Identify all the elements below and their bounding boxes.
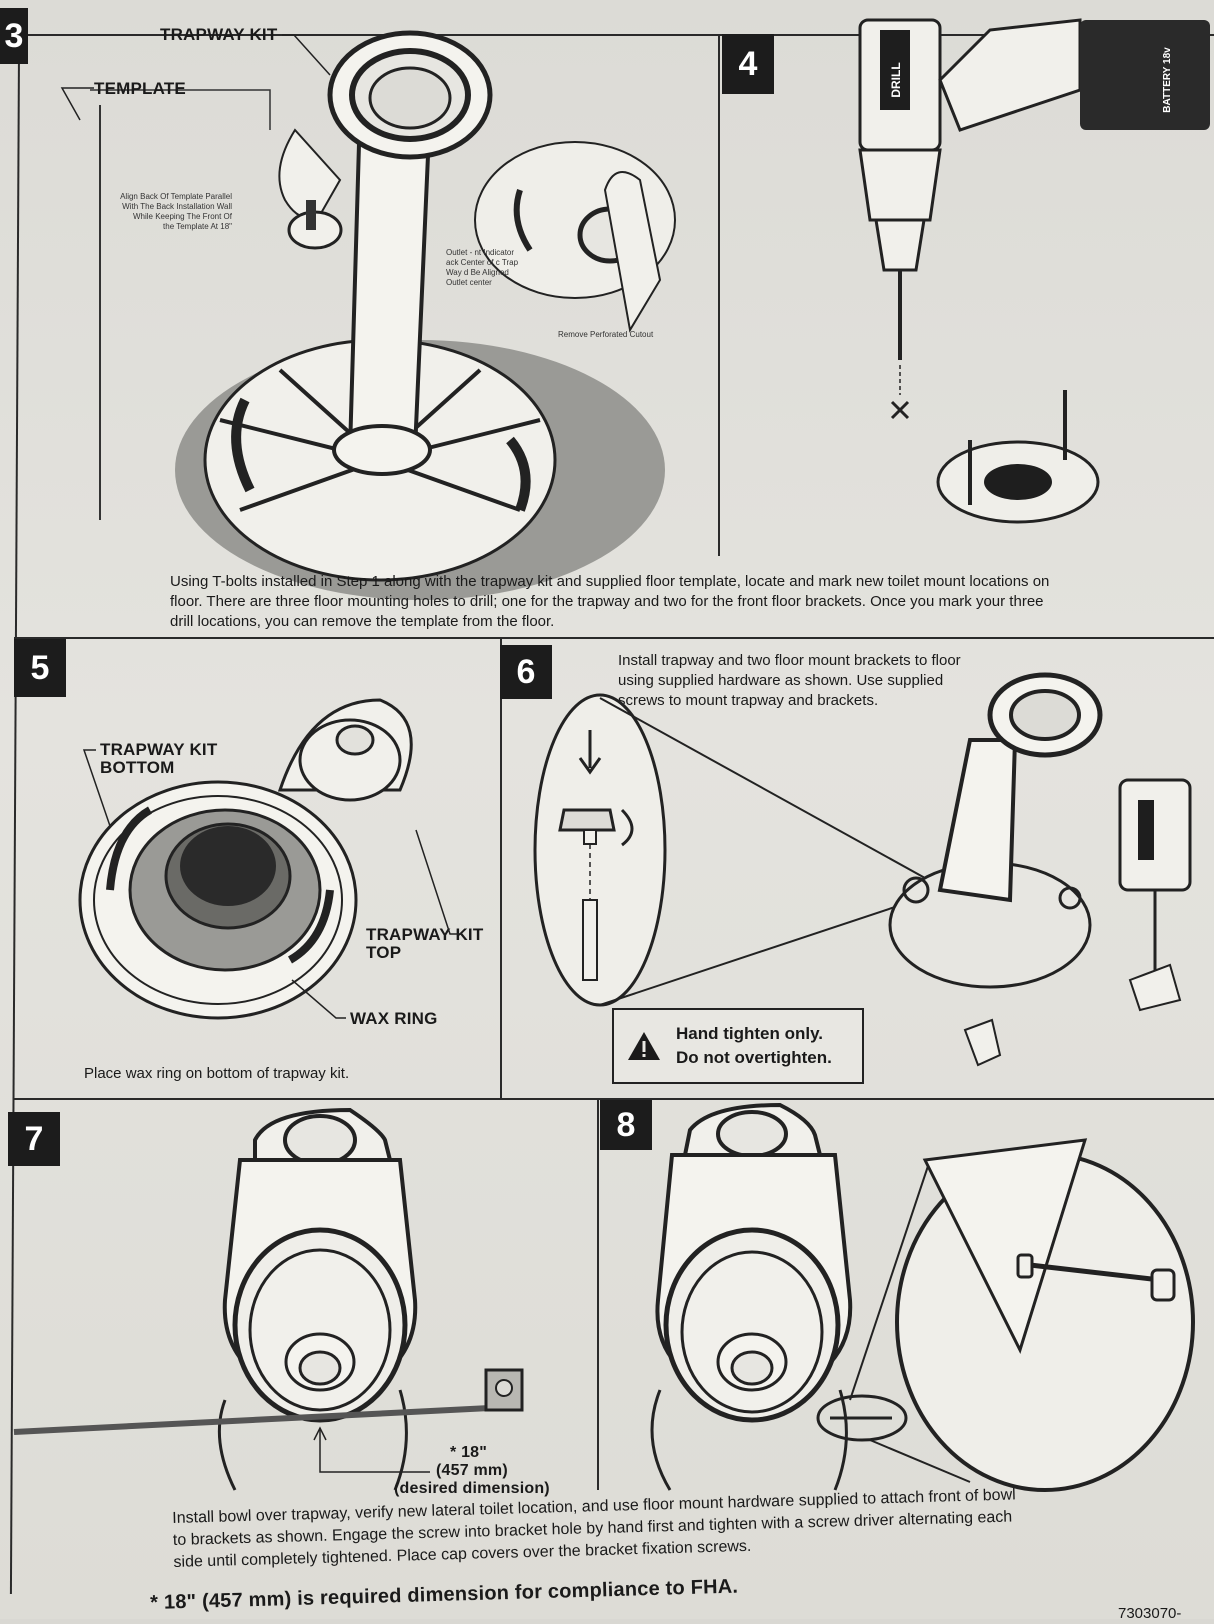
step-5-badge: 5 (14, 639, 66, 697)
wax-ring-label: WAX RING (350, 1009, 438, 1028)
dimension-18-inch: * 18" (450, 1444, 488, 1461)
step-7-illustration (13, 1107, 524, 1491)
divider-step5-step6 (500, 637, 502, 1099)
warning-line-1: Hand tighten only. (676, 1024, 824, 1043)
step-6-instructions: Install trapway and two floor mount brac… (618, 652, 961, 709)
step-4-illustration: DRILL BATTERY 18v (858, 18, 1210, 524)
step-8-instructions: Install bowl over trapway, verify new la… (172, 1486, 1016, 1571)
align-template-note: Align Back Of Template Parallel With The… (120, 192, 232, 231)
desired-dimension-label: (desired dimension) (394, 1480, 550, 1497)
step-5-illustration (78, 698, 413, 1020)
outlet-indicator-note: Outlet - nt Indicator ack Center of c Tr… (446, 248, 519, 287)
step-8-badge: 8 (600, 1100, 652, 1150)
hand-tighten-warning: Hand tighten only. Do not overtighten. (612, 1008, 864, 1084)
step-3-badge: 3 (0, 8, 28, 64)
document-number: 7303070- (1118, 1605, 1182, 1622)
fha-compliance-note: * 18" (457 mm) is required dimension for… (149, 1575, 739, 1614)
divider-row1-row2 (14, 637, 1214, 639)
warning-icon (628, 1032, 660, 1060)
step-5-instructions: Place wax ring on bottom of trapway kit. (84, 1065, 350, 1082)
divider-step7-step8 (597, 1098, 599, 1490)
drill-label: DRILL (889, 62, 903, 97)
step-5-leaders (82, 749, 462, 1019)
step-8-illustration (650, 1102, 1195, 1492)
template-leader (60, 87, 94, 121)
step-4-badge: 4 (722, 34, 774, 94)
trapway-kit-bottom-label: TRAPWAY KIT BOTTOM (100, 740, 218, 777)
divider-row2-row3 (14, 1098, 1214, 1100)
battery-label: BATTERY 18v (1162, 47, 1173, 113)
top-border (28, 34, 1214, 36)
step-6-badge: 6 (500, 645, 552, 699)
trapway-kit-top-label: TRAPWAY KIT TOP (366, 925, 484, 962)
divider-step3-step4 (718, 34, 720, 556)
step-3-illustration (90, 30, 676, 600)
template-label: TEMPLATE (94, 79, 186, 98)
step-6-illustration (533, 672, 1192, 1067)
trapway-kit-label: TRAPWAY KIT (160, 25, 278, 44)
remove-cutout-note: Remove Perforated Cutout (558, 330, 654, 339)
warning-line-2: Do not overtighten. (676, 1048, 832, 1067)
trapway-kit-leader (282, 34, 331, 76)
step-7-badge: 7 (8, 1112, 60, 1166)
step-4-instructions: Using T-bolts installed in Step 1 along … (170, 573, 1050, 630)
dimension-457-mm: (457 mm) (436, 1462, 508, 1479)
